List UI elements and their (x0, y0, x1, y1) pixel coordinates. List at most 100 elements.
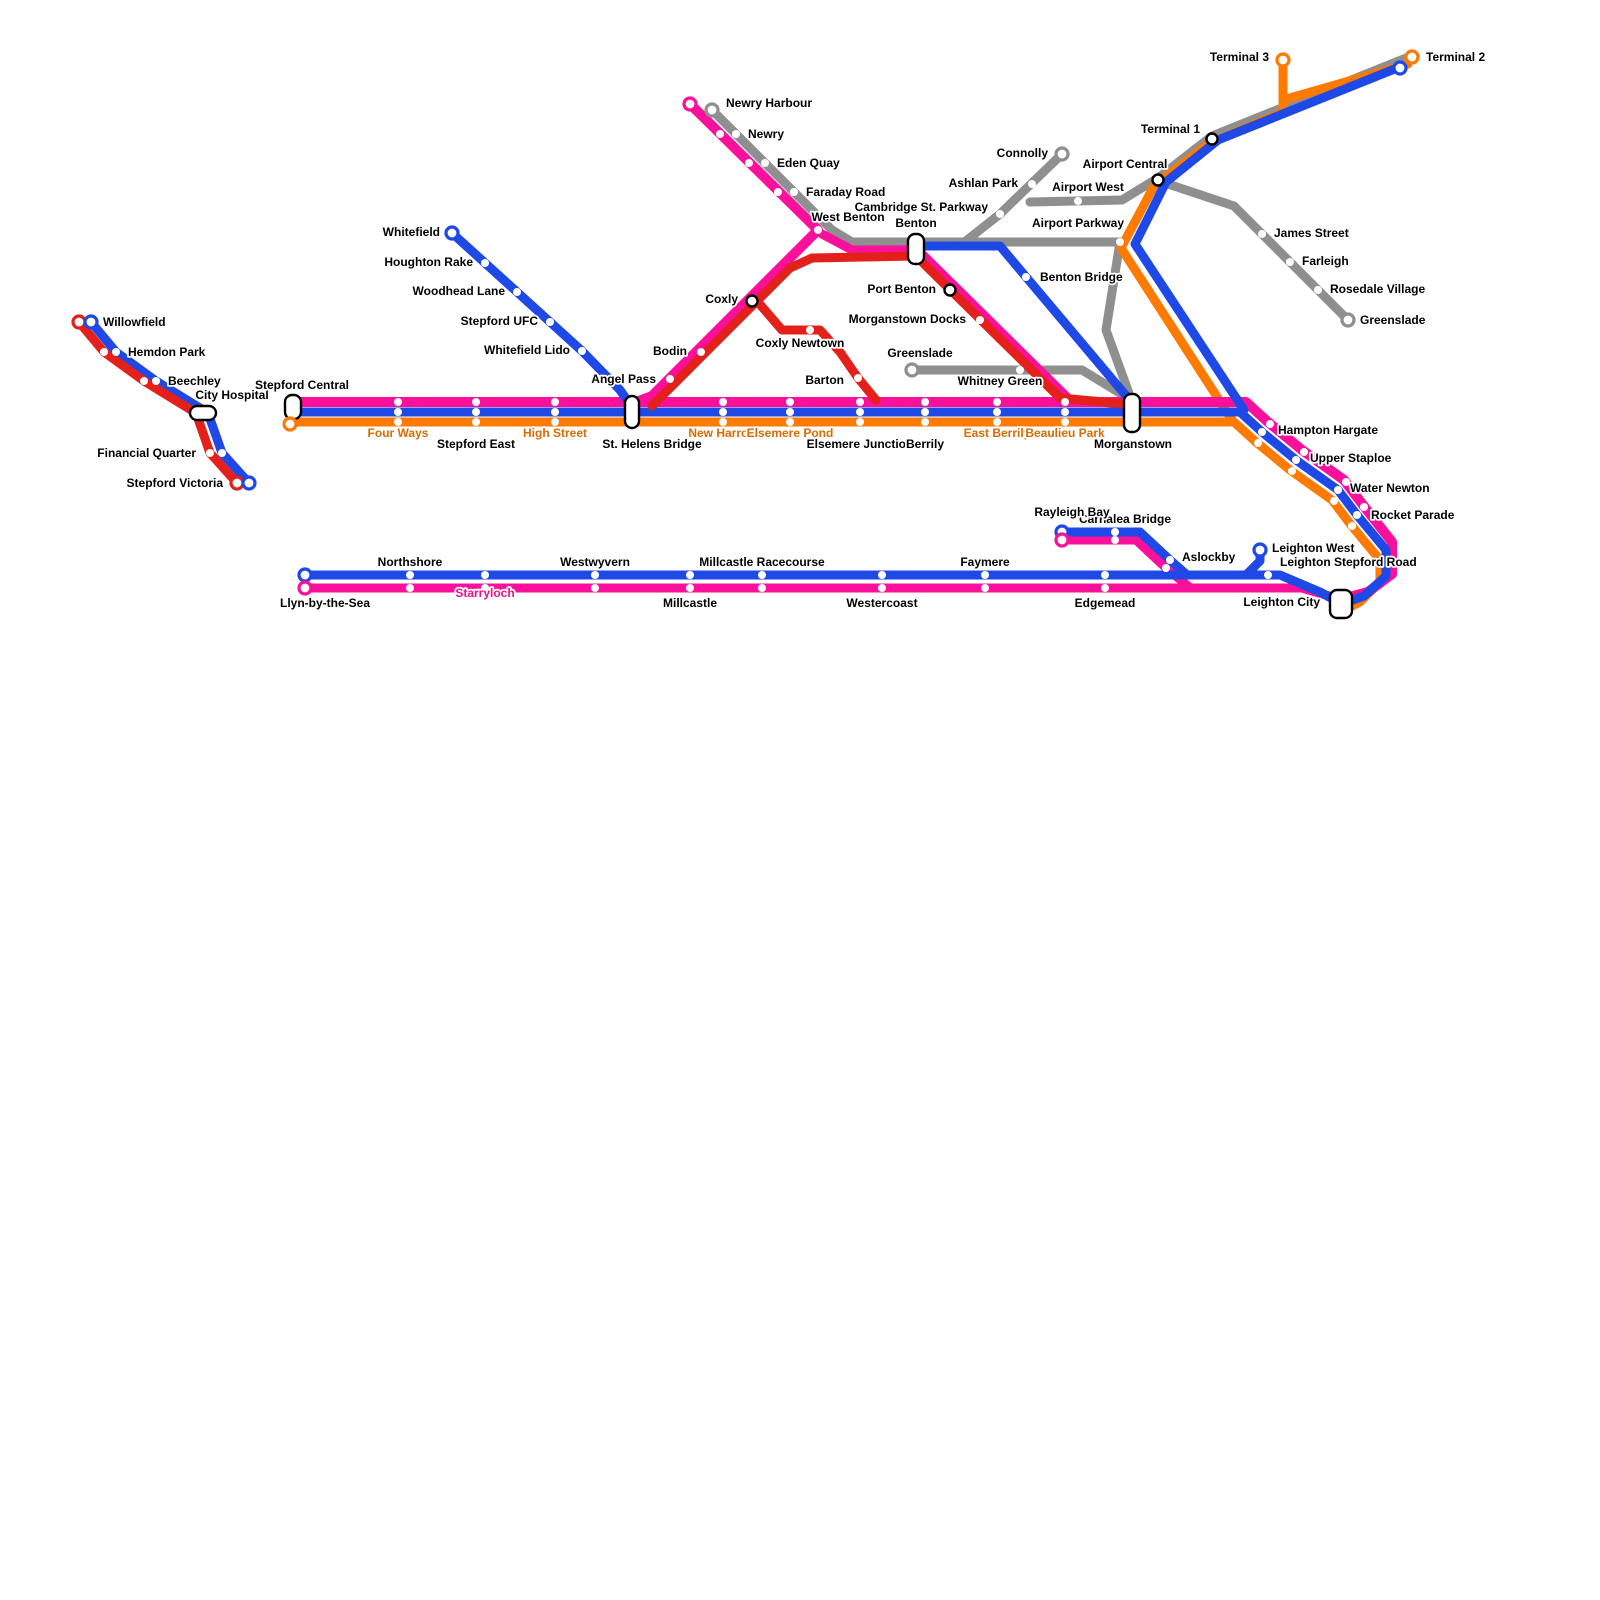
station-label-beaulieu-park: Beaulieu Park (1025, 426, 1105, 440)
station-leighton-stepford-road-dot (1264, 571, 1272, 579)
station-starryloch-dot (481, 571, 489, 579)
station-label-elsemere-pond: Elsemere Pond (747, 426, 834, 440)
station-label-rosedale-village: Rosedale Village (1330, 282, 1425, 296)
station-newry-harbour-terminus (704, 102, 720, 118)
station-new-harrow-dot (719, 398, 727, 406)
station-label-edgemead: Edgemead (1075, 596, 1136, 610)
station-airport-parkway-dot (1116, 238, 1124, 246)
station-port-benton-interchange (943, 283, 957, 297)
station-label-barton: Barton (805, 373, 844, 387)
station-label-berrily: Berrily (906, 437, 944, 451)
station-carnalea-bridge-dot (1111, 536, 1119, 544)
station-four-ways-dot (394, 398, 402, 406)
station-westercoast-dot (878, 584, 886, 592)
station-newry-dot (732, 130, 740, 138)
station-edgemead-dot (1101, 584, 1109, 592)
station-label-greenslade: Greenslade (1360, 313, 1426, 327)
station-eden-quay-dot (761, 159, 769, 167)
station-label-airport-parkway: Airport Parkway (1032, 216, 1124, 230)
station-label-westercoast: Westercoast (846, 596, 917, 610)
station-terminal-2-terminus (1404, 49, 1420, 65)
station-rocket-parade-dot (1360, 503, 1368, 511)
station-carnalea-bridge-dot (1111, 528, 1119, 536)
line-red-coxly-branch (752, 296, 881, 405)
station-label-willowfield: Willowfield (103, 315, 166, 329)
station-leighton-city-interchange (1328, 588, 1354, 620)
station-label-faymere: Faymere (960, 555, 1010, 569)
station-label-rocket-parade: Rocket Parade (1371, 508, 1455, 522)
station-high-street-dot (551, 398, 559, 406)
station-morganstown-docks-dot (976, 316, 984, 324)
station-label-connolly: Connolly (997, 146, 1049, 160)
station-cambridge-st-parkway-dot (996, 210, 1004, 218)
station-label-houghton-rake: Houghton Rake (384, 255, 473, 269)
station-northshore-dot (406, 571, 414, 579)
station-label-stepford-east: Stepford East (437, 437, 515, 451)
station-rocket-parade-dot (1353, 511, 1361, 519)
line-pink-trunk-leighton (288, 397, 1397, 603)
line-gray-james-street (1157, 177, 1353, 325)
station-newry-dot (716, 130, 724, 138)
station-bodin-dot (697, 348, 705, 356)
station-upper-staploe-dot (1292, 456, 1300, 464)
station-water-newton-dot (1342, 478, 1350, 486)
station-stepford-east-dot (472, 398, 480, 406)
station-east-berrily-dot (993, 408, 1001, 416)
station-label-hemdon-park: Hemdon Park (128, 345, 206, 359)
line-red-express (647, 251, 1131, 411)
station-label-leighton-west: Leighton West (1272, 541, 1354, 555)
station-st-helens-bridge-interchange (623, 394, 641, 430)
station-new-harrow-dot (719, 408, 727, 416)
station-label-coxly: Coxly (705, 292, 738, 306)
station-elsemere-junction-dot (856, 418, 864, 426)
station-stepford-central-terminus (282, 416, 298, 432)
station-stepford-east-dot (472, 418, 480, 426)
station-water-newton-dot (1334, 486, 1342, 494)
station-label-angel-pass: Angel Pass (591, 372, 656, 386)
station-label-morganstown-docks: Morganstown Docks (849, 312, 967, 326)
station-water-newton-dot (1330, 497, 1338, 505)
station-woodhead-lane-dot (513, 288, 521, 296)
station-hampton-hargate-dot (1266, 420, 1274, 428)
station-hemdon-park-dot (100, 348, 108, 356)
station-greenslade-terminus (1340, 312, 1356, 328)
station-label-whitefield-lido: Whitefield Lido (484, 343, 570, 357)
station-benton-interchange (906, 232, 926, 266)
station-label-financial-quarter: Financial Quarter (97, 446, 196, 460)
station-city-hospital-interchange (188, 404, 218, 422)
station-barton-dot (854, 374, 862, 382)
station-westwyvern-dot (591, 571, 599, 579)
station-airport-west-dot (1074, 197, 1082, 205)
station-label-faraday-road: Faraday Road (806, 185, 885, 199)
station-label-westwyvern: Westwyvern (560, 555, 630, 569)
station-millcastle-dot (686, 584, 694, 592)
line-gray-greenslade-spur (907, 365, 1133, 403)
station-greenslade-terminus (904, 362, 920, 378)
station-coxly-interchange (745, 294, 759, 308)
station-rocket-parade-dot (1348, 522, 1356, 530)
station-whitefield-terminus (444, 225, 460, 241)
station-newry-harbour-terminus (682, 96, 698, 112)
station-elsemere-junction-dot (856, 408, 864, 416)
station-berrily-dot (921, 418, 929, 426)
station-benton-bridge-dot (1022, 273, 1030, 281)
line-pink-newry (631, 99, 823, 407)
line-blue-airport (1130, 61, 1407, 415)
station-westercoast-dot (878, 571, 886, 579)
station-houghton-rake-dot (481, 259, 489, 267)
station-east-berrily-dot (993, 418, 1001, 426)
station-label-hampton-hargate: Hampton Hargate (1278, 423, 1378, 437)
station-airport-central-interchange (1151, 173, 1165, 187)
station-label-james-street: James Street (1274, 226, 1349, 240)
station-label-east-berrily: East Berrily (964, 426, 1031, 440)
station-berrily-dot (921, 398, 929, 406)
station-hemdon-park-dot (112, 348, 120, 356)
station-label-whitefield: Whitefield (383, 225, 440, 239)
station-label-upper-staploe: Upper Staploe (1310, 451, 1392, 465)
station-upper-staploe-dot (1300, 448, 1308, 456)
station-four-ways-dot (394, 418, 402, 426)
station-label-rayleigh-bay: Rayleigh Bay (1034, 505, 1110, 519)
station-label-whitney-green: Whitney Green (958, 374, 1043, 388)
station-whitney-green-dot (1016, 366, 1024, 374)
